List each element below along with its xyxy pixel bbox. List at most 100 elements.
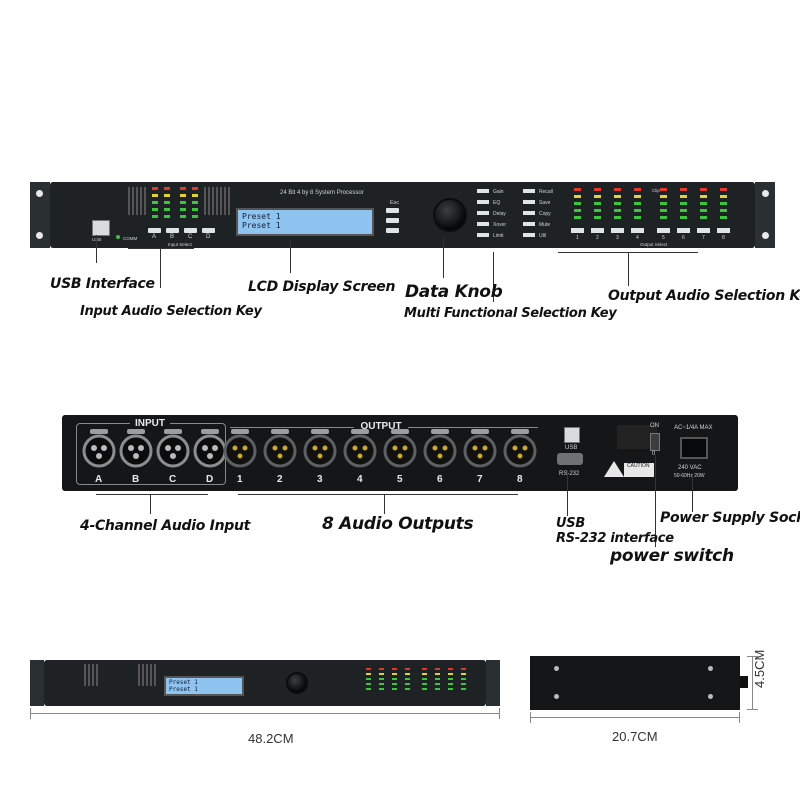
function-key-button [477, 200, 489, 204]
small-meter-led [392, 678, 397, 680]
small-meter-led [448, 688, 453, 690]
input-meter-led [192, 194, 198, 197]
xlr-pin [282, 445, 288, 451]
xlr-latch [231, 429, 249, 434]
frequency-label: 50-60Hz 20W [674, 473, 705, 479]
input-title: INPUT [130, 418, 170, 429]
input-key-label-a: A [152, 234, 157, 240]
xlr-pin [397, 453, 403, 459]
small-meter-led [392, 668, 397, 670]
rs232-port[interactable] [557, 453, 583, 465]
xlr-latch [351, 429, 369, 434]
small-meter-led [448, 668, 453, 670]
xlr-pin [175, 445, 181, 451]
output-meter-led [660, 195, 667, 198]
xlr-pin [512, 445, 518, 451]
input-key-a[interactable] [148, 228, 161, 233]
output-meter-led [574, 195, 581, 198]
function-key-label: Save [539, 200, 551, 206]
side-screw [554, 694, 559, 699]
output-meter-led [574, 209, 581, 212]
voltage-label: 240 VAC [678, 465, 702, 471]
output-meter-led [680, 202, 687, 205]
power-socket[interactable] [680, 437, 708, 459]
small-meter-led [435, 688, 440, 690]
meter-clip-label: Clip [652, 188, 660, 193]
power-switch[interactable] [650, 433, 660, 451]
function-key-label: Limit [493, 233, 504, 239]
input-meter-led [164, 194, 170, 197]
rear-usb-port[interactable] [564, 427, 580, 443]
small-meter-led [461, 688, 466, 690]
small-meter-led [448, 683, 453, 685]
xlr-male-output [263, 434, 297, 468]
output-channel-label: 8 [517, 474, 523, 485]
small-meter-led [435, 668, 440, 670]
output-channel-label: 7 [477, 474, 483, 485]
callout-line-input-keys [128, 248, 194, 249]
input-meter-led [152, 208, 158, 211]
dim-depth-label: 20.7CM [612, 729, 658, 744]
dim-width-tick-left [30, 708, 31, 719]
output-meter-led [660, 188, 667, 191]
input-meter-led [164, 215, 170, 218]
callout-output-key: Output Audio Selection Key [608, 288, 800, 304]
xlr-pin [272, 445, 278, 451]
dim-height-tick-top [747, 656, 758, 657]
small-meter-led [422, 673, 427, 675]
function-key-label: Copy [539, 211, 551, 217]
small-meter-led [448, 678, 453, 680]
output-meter-led [700, 188, 707, 191]
xlr-female-input [82, 434, 116, 468]
small-meter-led [366, 683, 371, 685]
callout-line-input-keys-stem [160, 248, 161, 288]
small-meter-led [379, 683, 384, 685]
function-key-button [523, 200, 535, 204]
xlr-pin [442, 445, 448, 451]
output-key-label: 3 [616, 235, 619, 241]
output-key-button [571, 228, 584, 233]
input-key-b[interactable] [166, 228, 179, 233]
function-key-button [477, 222, 489, 226]
dim-depth-tick-right [739, 712, 740, 723]
callout-line-usb-rs232 [567, 470, 568, 516]
output-channel-label: 2 [277, 474, 283, 485]
xlr-male-output [503, 434, 537, 468]
lcd-display: Preset 1 Preset 1 [236, 208, 374, 236]
dim-width-line [30, 713, 500, 714]
output-meter-led [614, 216, 621, 219]
small-meter-led [379, 678, 384, 680]
function-key-label: Xover [493, 222, 506, 228]
callout-line-outputs [238, 494, 518, 495]
down-button[interactable] [386, 228, 399, 233]
xlr-male-output [343, 434, 377, 468]
output-key-label: 6 [682, 235, 685, 241]
output-key-button [631, 228, 644, 233]
output-key-button [697, 228, 710, 233]
function-key-button [523, 189, 535, 193]
xlr-latch [471, 429, 489, 434]
output-meter-led [660, 209, 667, 212]
small-meter-led [366, 678, 371, 680]
front-panel-body: USB COMM A B C D Input Select 24 Bit 4 b… [50, 182, 755, 248]
input-key-d[interactable] [202, 228, 215, 233]
output-meter-led [594, 195, 601, 198]
small-meter-led [392, 673, 397, 675]
xlr-latch [311, 429, 329, 434]
input-channel-label: A [95, 474, 102, 485]
xlr-pin [212, 445, 218, 451]
esc-button[interactable] [386, 208, 399, 213]
up-button[interactable] [386, 218, 399, 223]
output-meter-led [660, 202, 667, 205]
xlr-pin [362, 445, 368, 451]
output-level-meters: Clip [574, 188, 727, 219]
front-usb-port[interactable] [92, 220, 110, 236]
data-knob[interactable] [433, 198, 467, 232]
output-key-label: 4 [636, 235, 639, 241]
xlr-pin [242, 445, 248, 451]
input-key-c[interactable] [184, 228, 197, 233]
output-key-button [657, 228, 670, 233]
xlr-female-input [193, 434, 227, 468]
input-level-meters [152, 187, 198, 218]
output-meter-led [700, 195, 707, 198]
